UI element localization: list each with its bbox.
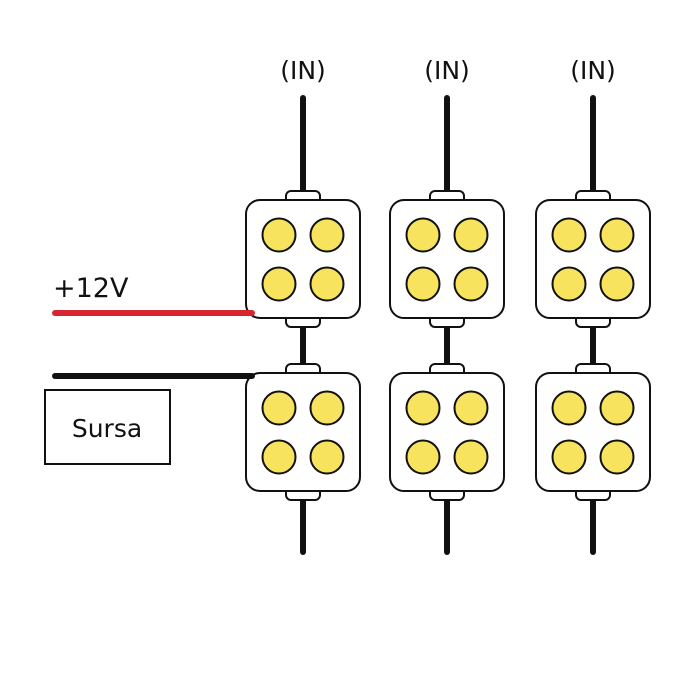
module-body <box>535 372 651 492</box>
led-icon <box>309 266 345 302</box>
led-icon <box>551 439 587 475</box>
led-icon <box>453 217 489 253</box>
led-icon <box>405 390 441 426</box>
wires <box>300 95 596 555</box>
led-icon <box>309 439 345 475</box>
module-body <box>245 372 361 492</box>
led-icon <box>599 266 635 302</box>
led-module <box>389 190 505 328</box>
led-icon <box>453 390 489 426</box>
led-icon <box>405 439 441 475</box>
led-module <box>245 363 361 501</box>
led-icon <box>551 266 587 302</box>
led-icon <box>261 266 297 302</box>
power-source-label: Sursa <box>72 414 142 443</box>
led-module <box>535 190 651 328</box>
led-module <box>535 363 651 501</box>
led-icon <box>453 266 489 302</box>
led-icon <box>599 439 635 475</box>
input-label: (IN) <box>424 56 470 85</box>
input-label: (IN) <box>280 56 326 85</box>
led-module <box>245 190 361 328</box>
module-body <box>245 199 361 319</box>
module-body <box>535 199 651 319</box>
input-label: (IN) <box>570 56 616 85</box>
power-source-box <box>44 389 171 465</box>
led-icon <box>599 217 635 253</box>
led-icon <box>261 439 297 475</box>
positive-voltage-label: +12V <box>53 273 129 304</box>
led-module <box>389 363 505 501</box>
module-body <box>389 372 505 492</box>
led-icon <box>405 266 441 302</box>
input-labels: (IN) (IN) (IN) <box>280 56 616 85</box>
led-icon <box>551 217 587 253</box>
led-icon <box>261 217 297 253</box>
led-icon <box>551 390 587 426</box>
led-icon <box>261 390 297 426</box>
led-icon <box>405 217 441 253</box>
led-modules <box>245 190 651 501</box>
led-icon <box>309 217 345 253</box>
led-icon <box>453 439 489 475</box>
led-icon <box>599 390 635 426</box>
module-body <box>389 199 505 319</box>
led-icon <box>309 390 345 426</box>
